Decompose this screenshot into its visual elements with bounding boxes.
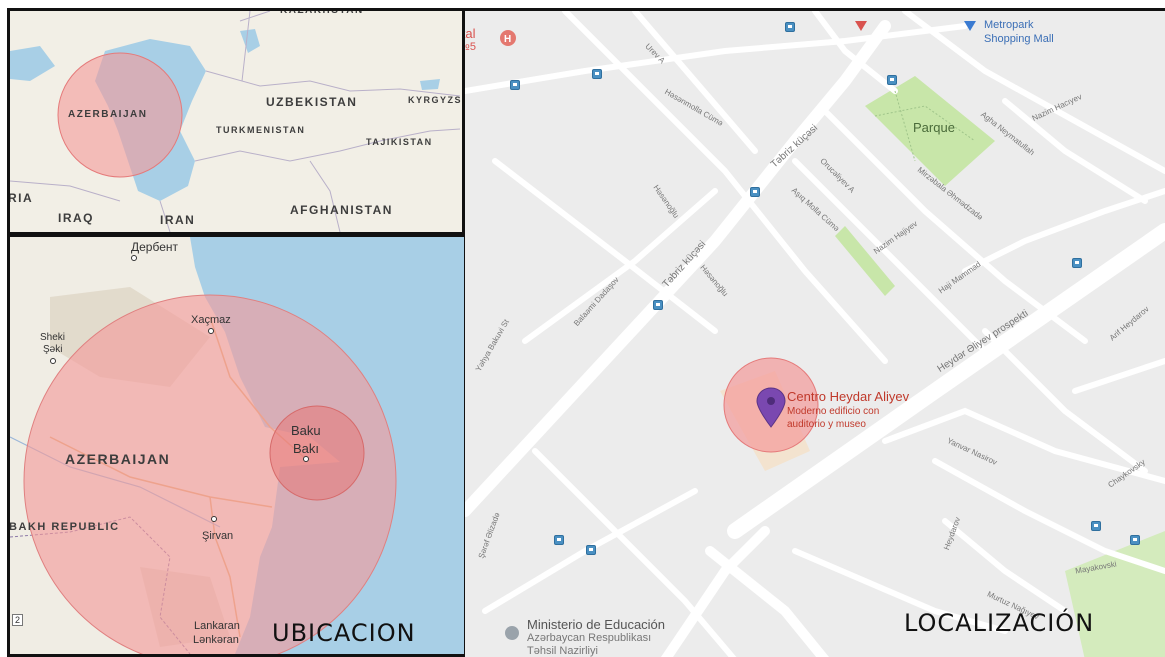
label-lankaran-az: Lənkəran — [193, 634, 239, 646]
transit-stop-icon[interactable] — [1130, 535, 1140, 545]
region-map-panel[interactable]: KAZAKHSTAN AZERBAIJAN UZBEKISTAN KYRGYZS… — [7, 8, 465, 235]
caption-ubicacion: UBICACION — [272, 619, 416, 647]
label-saki: Şəki — [43, 344, 63, 355]
label-uzbekistan: UZBEKISTAN — [266, 95, 358, 109]
label-syria: RIA — [8, 191, 34, 205]
transit-stop-icon[interactable] — [653, 300, 663, 310]
baku-highlight-circle — [269, 405, 365, 501]
transit-stop-icon[interactable] — [554, 535, 564, 545]
transit-stop-icon[interactable] — [1091, 521, 1101, 531]
black-sea — [10, 46, 55, 81]
label-sirvan: Şirvan — [202, 530, 234, 542]
region-borders — [10, 11, 461, 232]
transit-stop-icon[interactable] — [785, 22, 795, 32]
saki-dot — [50, 358, 56, 364]
label-lankaran-en: Lankaran — [194, 620, 240, 632]
city-map-base: H — [465, 11, 1165, 657]
city-streets — [465, 11, 1165, 657]
label-afghanistan: AFGHANISTAN — [290, 203, 393, 217]
region-highlight-circle — [57, 52, 183, 178]
label-baku-en: Baku — [291, 423, 321, 438]
baku-dot — [303, 456, 309, 462]
xacmaz-dot — [208, 328, 214, 334]
location-marker-pin[interactable] — [756, 387, 786, 428]
mall-label-line2: Shopping Mall — [984, 33, 1054, 45]
aral-sea — [240, 29, 260, 53]
marker-title[interactable]: Centro Heydar Aliyev — [787, 389, 910, 404]
hospital-icon[interactable] — [500, 30, 516, 46]
label-iraq: IRAQ — [58, 211, 94, 225]
hospital-label-line2: Xəstəxana №5 — [465, 41, 476, 53]
label-turkmenistan: TURKMENISTAN — [216, 125, 306, 135]
mall-pin-icon[interactable] — [964, 21, 976, 31]
transit-stop-icon[interactable] — [1072, 258, 1082, 268]
sirvan-dot — [211, 516, 217, 522]
label-azerbaijan-region: AZERBAIJAN — [68, 109, 148, 120]
country-highlight-circle — [23, 294, 397, 654]
label-xacmaz: Xaçmaz — [191, 314, 231, 326]
label-kyrgyzstan: KYRGYZSTA — [408, 95, 463, 105]
park-label: Parque — [913, 120, 955, 135]
label-derbent: Дербент — [131, 240, 179, 254]
hospital-label-line1: al gubernamental — [465, 26, 476, 41]
caption-localizacion: LOCALIZACIÓN — [904, 609, 1095, 637]
park-strip — [835, 226, 895, 296]
label-azerbaijan-country: AZERBAIJAN — [65, 451, 171, 467]
ministry-label-line3: Təhsil Nazirliyi — [527, 645, 598, 657]
mall-label-line1: Metropark — [984, 19, 1034, 31]
park-paths — [874, 90, 976, 162]
park-corner — [1065, 531, 1165, 657]
transit-stop-icon[interactable] — [586, 545, 596, 555]
label-kazakhstan: KAZAKHSTAN — [280, 8, 364, 16]
transit-stop-icon[interactable] — [510, 80, 520, 90]
label-nakh-republic: BAKH REPUBLIC — [9, 521, 120, 533]
transit-stop-icon[interactable] — [887, 75, 897, 85]
country-map-panel[interactable]: Дербент Xaçmaz Sheki Şəki AZERBAIJAN Bak… — [7, 234, 467, 657]
issyk-kul — [420, 79, 440, 90]
city-map-panel[interactable]: H al gubernamental Xəstəxana №5 Metropar… — [465, 8, 1165, 657]
marker-subtitle-line1: Moderno edificio con — [787, 406, 880, 417]
derbent-dot — [131, 255, 137, 261]
region-map-base — [10, 11, 461, 232]
ministry-label-line1: Ministerio de Educación — [527, 617, 666, 632]
label-tajikistan: TAJIKISTAN — [366, 137, 433, 147]
label-baku-az: Bakı — [293, 441, 320, 456]
marker-subtitle-line2: auditorio y museo — [787, 419, 866, 430]
ministry-label-line2: Azərbaycan Respublikası — [527, 632, 652, 644]
transit-stop-icon[interactable] — [592, 69, 602, 79]
park-area — [865, 76, 995, 186]
route-shield: 2 — [12, 614, 24, 626]
svg-text:H: H — [504, 34, 511, 45]
location-marker-dot — [767, 397, 775, 405]
poi-red-pin-icon[interactable] — [855, 21, 867, 31]
transit-stop-icon[interactable] — [750, 187, 760, 197]
label-iran: IRAN — [160, 213, 196, 227]
label-sheki: Sheki — [40, 332, 66, 343]
country-map-base — [10, 237, 464, 654]
ministry-icon[interactable] — [505, 626, 519, 640]
